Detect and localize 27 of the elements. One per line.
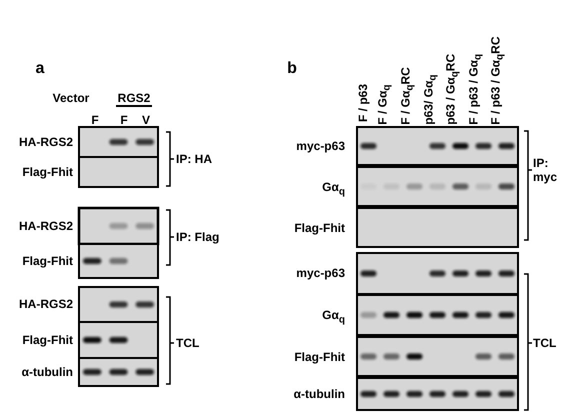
lane-label: F <box>120 113 128 127</box>
group-heading: RGS2 <box>118 91 150 105</box>
bracket-label: IP: Flag <box>176 230 220 244</box>
row-label: α-tubulin <box>294 387 345 401</box>
row-label: Flag-Fhit <box>294 350 345 364</box>
row-label: HA-RGS2 <box>18 135 73 149</box>
row-label: Gα$_{q}$ <box>322 180 345 200</box>
row-label: Flag-Fhit <box>294 221 345 235</box>
lane-label: F <box>91 113 99 127</box>
row-label: Flag-Fhit <box>22 333 73 347</box>
panel-letter: b <box>287 60 297 78</box>
bracket-label: IP: myc <box>533 156 558 184</box>
lane-label: F / p63 <box>356 84 370 122</box>
row-label: Gα$_{q}$ <box>322 308 345 328</box>
bracket-label: TCL <box>176 336 200 350</box>
row-label: Flag-Fhit <box>22 165 73 179</box>
row-label: myc-p63 <box>296 139 345 153</box>
bracket-label: IP: HA <box>176 152 212 166</box>
row-label: HA-RGS2 <box>18 297 73 311</box>
row-label: myc-p63 <box>296 266 345 280</box>
row-label: Flag-Fhit <box>22 254 73 268</box>
lane-label: V <box>142 113 150 127</box>
panel-letter: a <box>36 60 44 78</box>
group-heading: Vector <box>52 91 90 105</box>
bracket-label: TCL <box>533 336 556 350</box>
row-label: HA-RGS2 <box>18 219 73 233</box>
row-label: α-tubulin <box>22 365 73 379</box>
